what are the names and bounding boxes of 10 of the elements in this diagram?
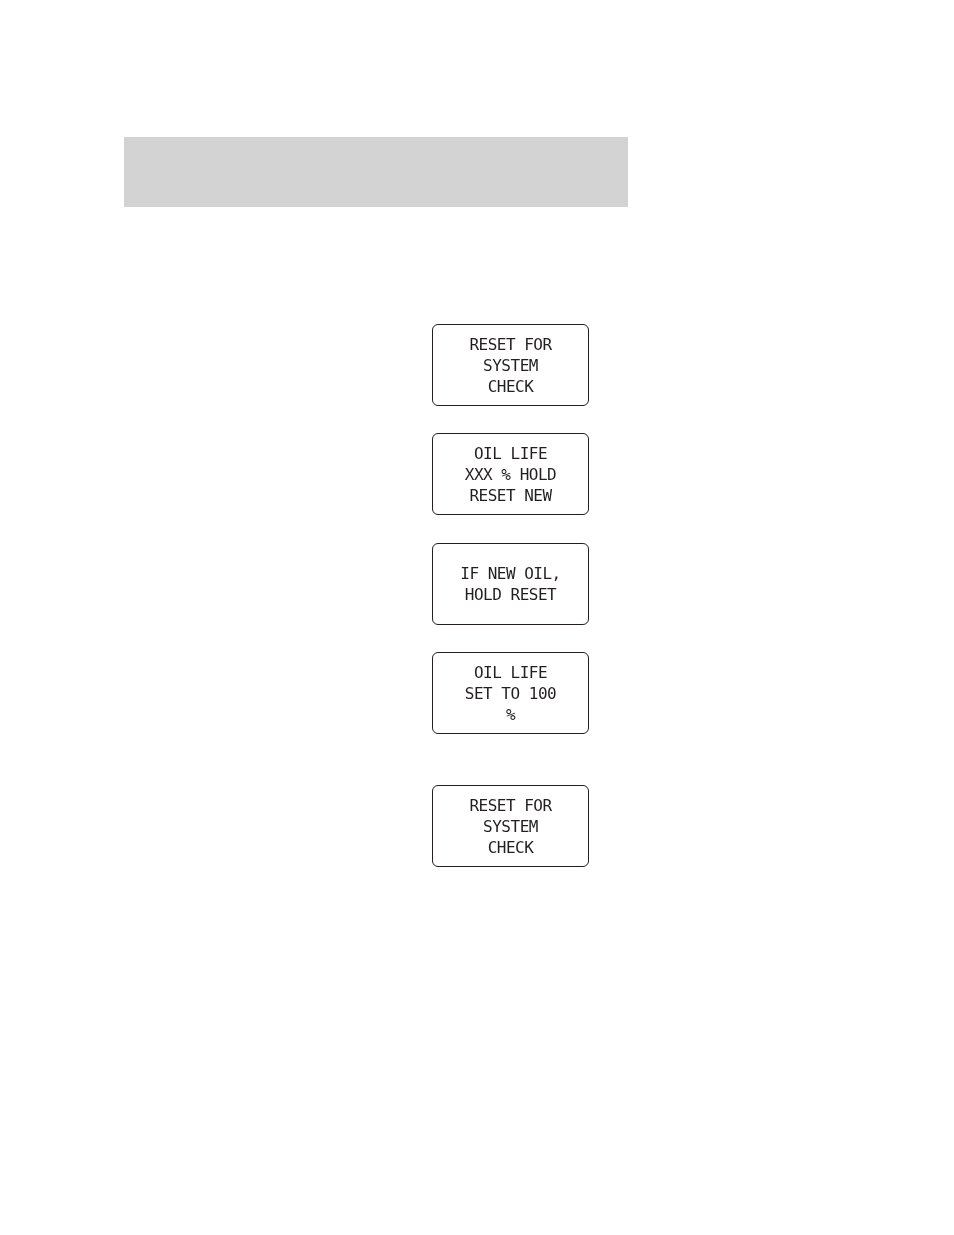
display-screen [432,652,589,734]
display-text: OIL LIFE XXX % HOLD RESET NEW [463,442,558,506]
display-screen [432,433,589,515]
display-screen [432,785,589,867]
display-text: RESET FOR SYSTEM CHECK [468,794,553,858]
display-text: RESET FOR SYSTEM CHECK [468,333,553,397]
display-screen [432,324,589,406]
display-text: OIL LIFE SET TO 100 % [463,661,558,725]
display-screen [432,543,589,625]
display-text: IF NEW OIL, HOLD RESET [459,563,562,605]
